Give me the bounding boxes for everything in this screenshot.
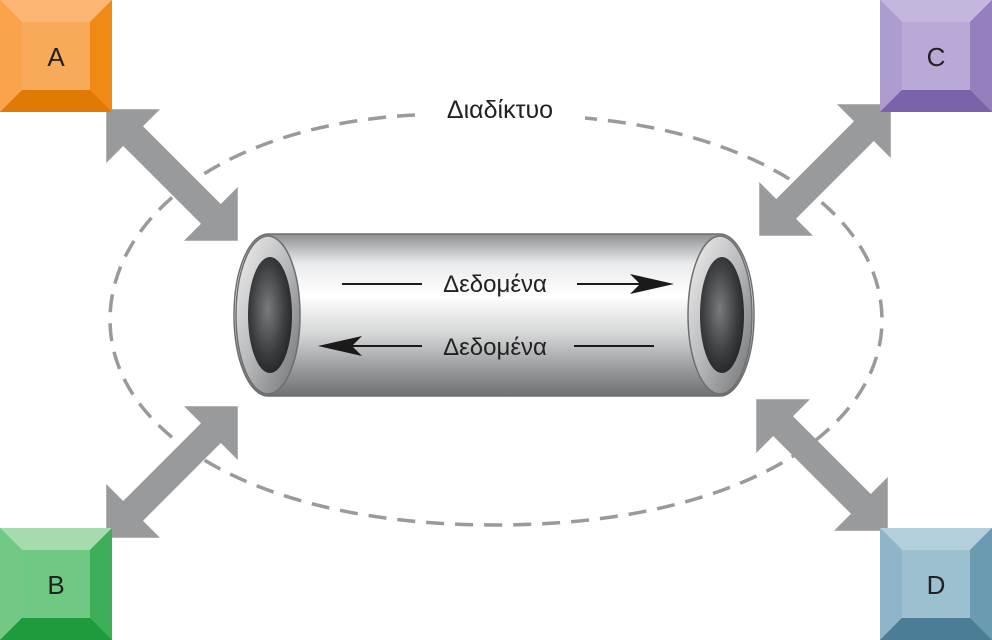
node-a: A	[0, 0, 112, 112]
backward-flow-arrow-icon	[318, 336, 654, 356]
node-c: C	[880, 0, 992, 112]
data-pipe	[233, 233, 755, 397]
double-arrow-d-icon	[756, 399, 888, 531]
backward-data-label: Δεδομένα	[443, 334, 547, 361]
node-b: B	[0, 528, 112, 640]
node-d-label: D	[927, 570, 946, 600]
node-a-label: A	[47, 42, 65, 72]
node-b-label: B	[47, 570, 64, 600]
forward-flow-arrow-icon	[342, 274, 674, 294]
node-c-label: C	[927, 42, 946, 72]
network-ellipse	[108, 113, 884, 527]
double-arrow-c-icon	[759, 104, 891, 236]
node-d: D	[880, 528, 992, 640]
double-arrow-a-icon	[106, 109, 238, 241]
network-label: Διαδίκτυο	[447, 96, 553, 124]
double-arrow-b-icon	[106, 406, 238, 538]
forward-data-label: Δεδομένα	[443, 271, 547, 298]
arrows	[106, 104, 891, 538]
